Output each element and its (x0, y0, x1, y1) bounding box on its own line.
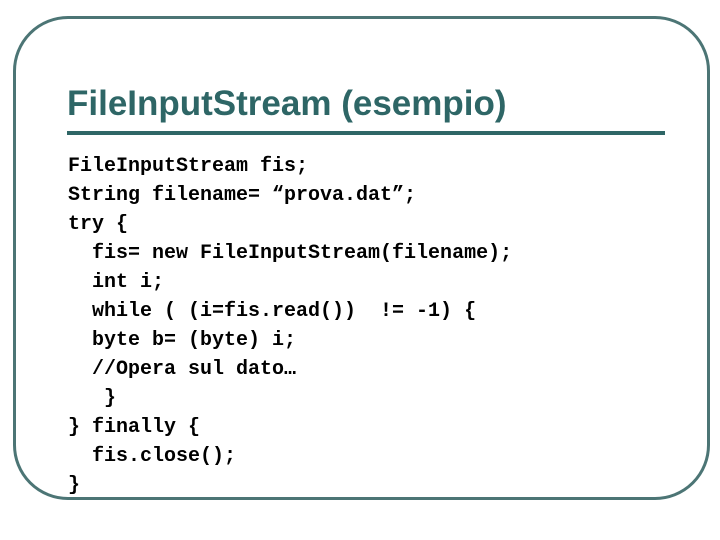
code-line: fis.close(); (68, 445, 237, 468)
code-line: fis= new FileInputStream(filename); (68, 242, 513, 265)
code-line: try { (68, 213, 129, 236)
code-line: } (68, 387, 117, 410)
code-line: byte b= (byte) i; (68, 329, 297, 352)
code-line: } (68, 474, 81, 497)
code-line: FileInputStream fis; (68, 155, 309, 178)
code-line: int i; (68, 271, 165, 294)
code-line: while ( (i=fis.read()) != -1) { (68, 300, 477, 323)
code-line: String filename= “prova.dat”; (68, 184, 417, 207)
code-line: } finally { (68, 416, 201, 439)
slide-border-frame (13, 16, 710, 500)
code-block: FileInputStream fis; String filename= “p… (68, 152, 512, 500)
slide-title: FileInputStream (esempio) (67, 84, 507, 123)
title-underline-rule (67, 131, 665, 135)
code-line: //Opera sul dato… (68, 358, 297, 381)
